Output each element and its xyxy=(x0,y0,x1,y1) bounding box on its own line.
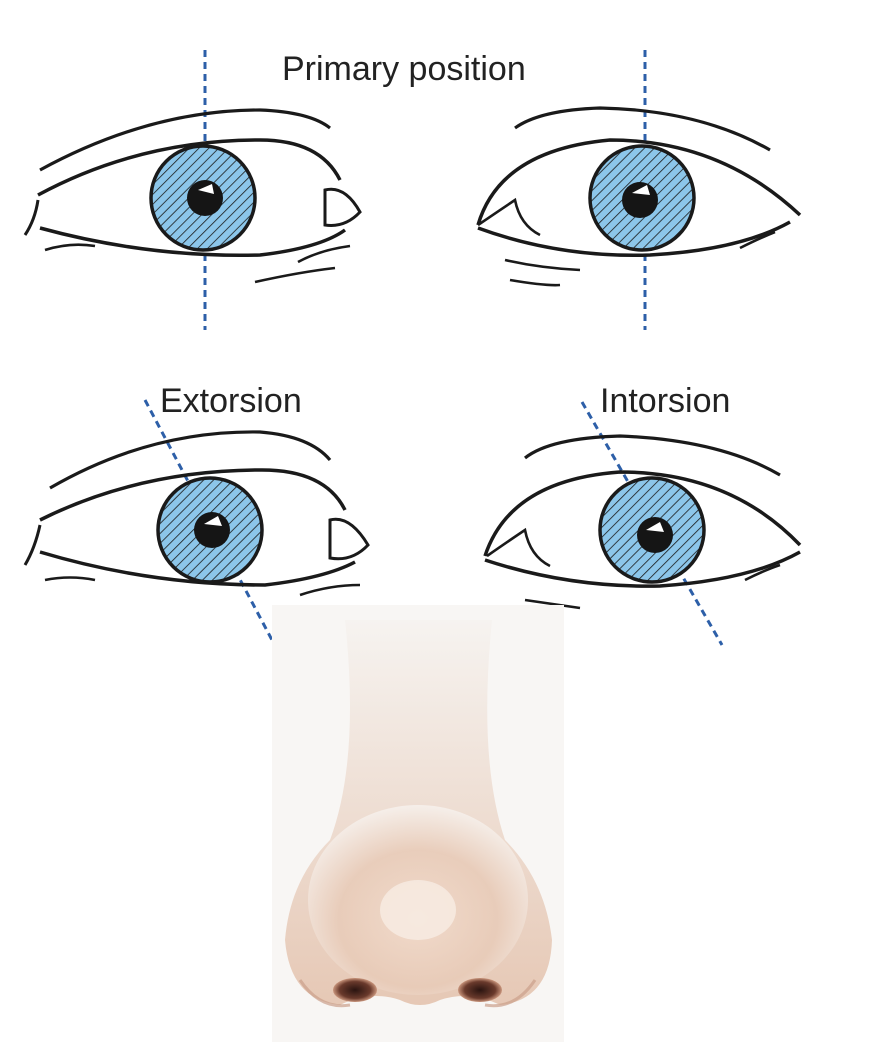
caruncle xyxy=(328,517,370,561)
upper-eyelid xyxy=(476,138,802,226)
upper-eyelid xyxy=(37,138,342,197)
highlight xyxy=(198,184,214,194)
highlight xyxy=(646,522,664,532)
primary-position-label: Primary position xyxy=(282,50,526,88)
highlight xyxy=(632,185,650,195)
pupil xyxy=(194,512,230,548)
lower-eyelid xyxy=(477,220,791,258)
extorsion-label: Extorsion xyxy=(160,382,302,420)
lower-eyelid xyxy=(484,550,801,588)
intorsion-label: Intorsion xyxy=(600,382,731,420)
primary-right-eye xyxy=(23,50,362,330)
intorsion-eye xyxy=(483,401,802,646)
caruncle xyxy=(486,527,551,568)
caruncle xyxy=(477,197,541,237)
eyelid-crease xyxy=(39,108,331,172)
pupil xyxy=(187,180,223,216)
upper-eyelid xyxy=(39,468,347,522)
lower-eyelid xyxy=(39,550,356,587)
lower-eyelid xyxy=(39,226,347,258)
nose-highlight xyxy=(380,880,456,940)
eyelid-crease xyxy=(49,430,332,490)
left-nostril xyxy=(333,978,377,1002)
torsion-axis-line xyxy=(580,401,724,646)
primary-left-eye xyxy=(476,50,802,330)
eyelid-crease xyxy=(524,434,781,477)
highlight xyxy=(204,516,222,526)
eyelid-crease xyxy=(514,106,771,152)
pupil xyxy=(637,517,673,553)
caruncle xyxy=(323,187,362,227)
nose-photo xyxy=(272,605,564,1042)
pupil xyxy=(622,182,658,218)
extorsion-eye xyxy=(23,399,370,641)
right-nostril xyxy=(458,978,502,1002)
upper-eyelid xyxy=(483,470,802,557)
